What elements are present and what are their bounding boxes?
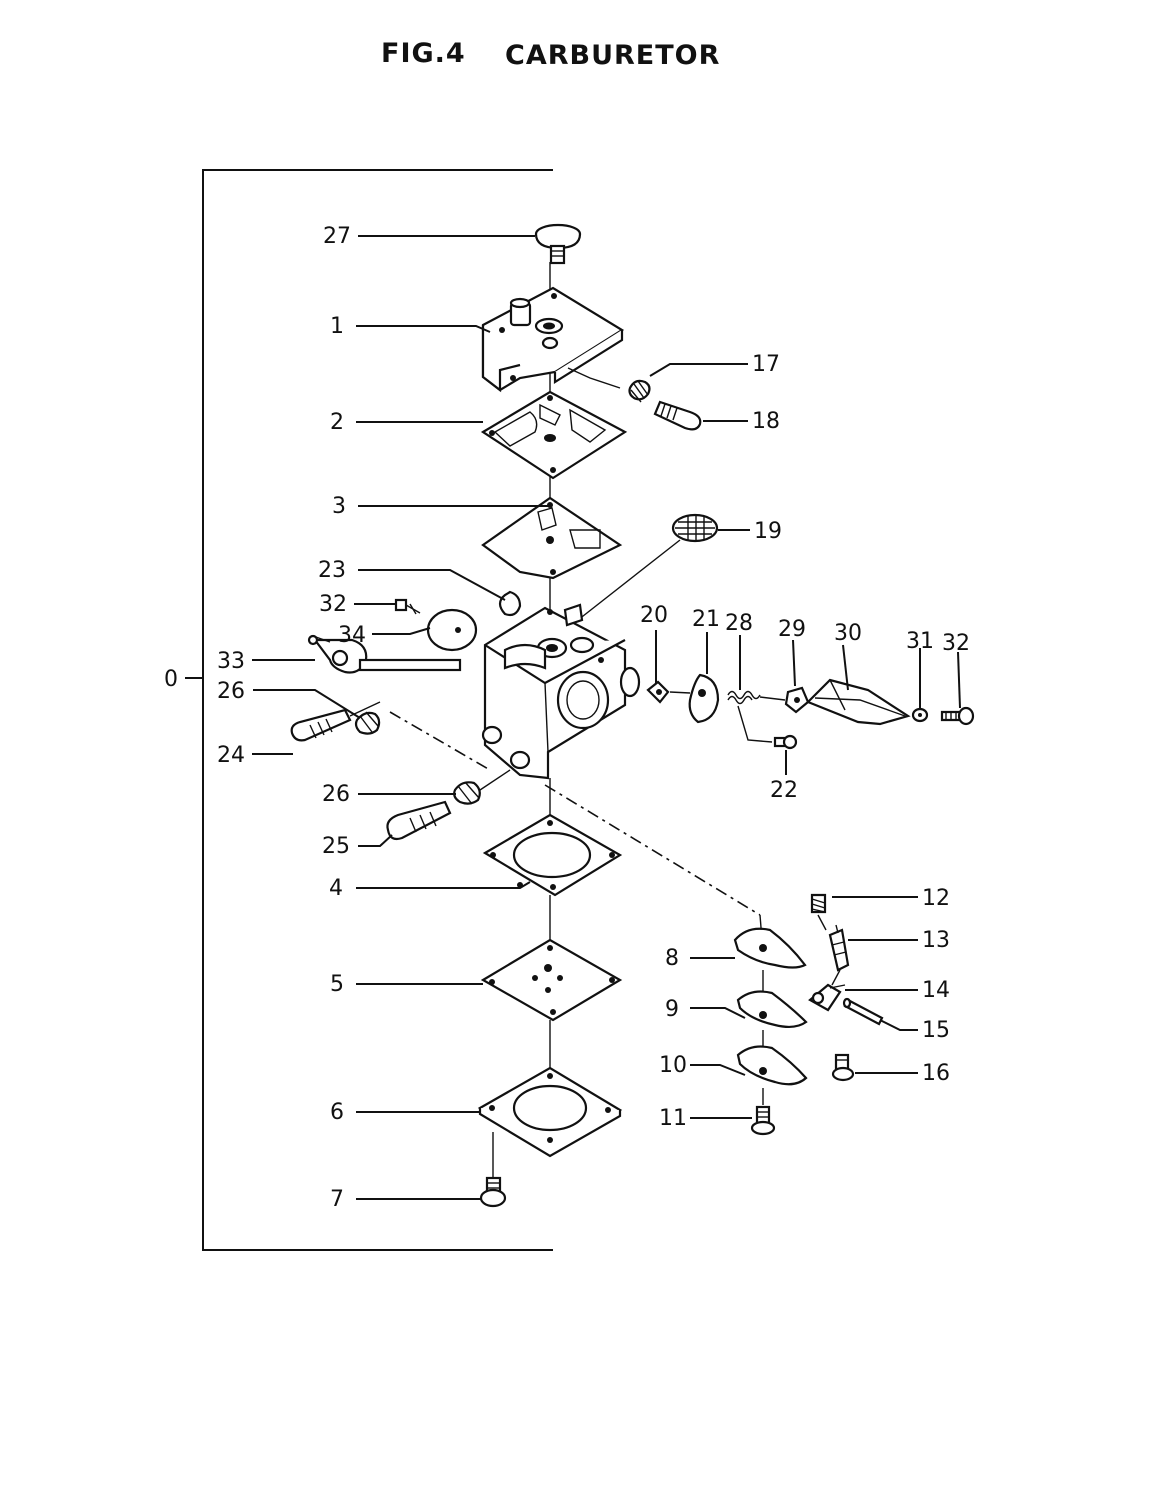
label-20: 20	[640, 603, 668, 628]
axis-line-b	[544, 784, 761, 916]
label-30: 30	[834, 621, 862, 646]
part-throttle-plate-34	[426, 608, 478, 652]
part-lever-14	[808, 983, 846, 1012]
label-4: 4	[329, 876, 343, 901]
part-gasket-4	[482, 813, 623, 897]
leader-17-axis	[567, 367, 621, 389]
label-7: 7	[330, 1187, 344, 1212]
part-screw-32-right	[940, 706, 975, 726]
part-arm-30	[806, 678, 911, 726]
part-spring-26-lower	[453, 781, 481, 805]
part-screw-32-left	[394, 598, 421, 615]
label-29: 29	[778, 617, 806, 642]
part-screw-11	[750, 1105, 776, 1136]
part-diaphragm-5	[480, 938, 623, 1022]
part-screw-16	[831, 1053, 855, 1082]
link-13-14	[831, 969, 841, 986]
label-22: 22	[770, 778, 798, 803]
part-lever-10	[736, 1045, 808, 1086]
label-10: 10	[659, 1053, 687, 1078]
label-17: 17	[752, 352, 780, 377]
label-15: 15	[922, 1018, 950, 1043]
label-34: 34	[338, 623, 366, 648]
assembly-bracket	[185, 169, 553, 1251]
part-lever-8	[733, 927, 807, 969]
figure-name: CARBURETOR	[505, 40, 721, 71]
part-screw-22	[737, 705, 798, 750]
label-24: 24	[217, 743, 245, 768]
label-6: 6	[330, 1100, 344, 1125]
label-11: 11	[659, 1106, 687, 1131]
part-number-labels: 0 1 2 3 4 5 6 7 8 9 10 11 12 13 14 15 16…	[164, 224, 970, 1212]
label-16: 16	[922, 1061, 950, 1086]
label-25: 25	[322, 834, 350, 859]
part-spring-28	[727, 690, 786, 705]
part-throttle-shaft-33	[307, 634, 462, 674]
part-needle-13	[828, 924, 850, 972]
label-31: 31	[906, 629, 934, 654]
part-screw-7	[479, 1176, 507, 1208]
figure-number: FIG.4	[381, 38, 466, 69]
part-lever-21	[669, 673, 720, 724]
label-18: 18	[752, 409, 780, 434]
part-washer-20	[646, 680, 670, 704]
part-diaphragm-3	[481, 496, 623, 580]
label-0: 0	[164, 667, 178, 692]
label-26-upper: 26	[217, 679, 245, 704]
label-32-left: 32	[319, 592, 347, 617]
axis-line-a	[389, 711, 491, 771]
label-32-right: 32	[942, 631, 970, 656]
part-screw-18	[653, 400, 702, 431]
label-9: 9	[665, 997, 679, 1022]
part-lever-29	[784, 686, 810, 714]
label-28: 28	[725, 611, 753, 636]
label-33: 33	[217, 649, 245, 674]
label-12: 12	[922, 886, 950, 911]
label-8: 8	[665, 946, 679, 971]
leader-lines	[252, 235, 961, 1200]
label-14: 14	[922, 978, 950, 1003]
part-pin-15	[842, 997, 884, 1026]
label-2: 2	[330, 410, 344, 435]
label-21: 21	[692, 607, 720, 632]
part-washer-31	[911, 707, 929, 723]
part-spring-17	[628, 379, 651, 403]
part-needle-25	[386, 769, 511, 841]
part-spring-26-upper	[354, 711, 381, 735]
label-1: 1	[330, 314, 344, 339]
part-needle-24	[290, 701, 381, 742]
label-3: 3	[332, 494, 346, 519]
part-lever-9	[736, 990, 808, 1029]
label-23: 23	[318, 558, 346, 583]
part-clip-23	[498, 590, 522, 617]
label-19: 19	[754, 519, 782, 544]
part-gasket-2	[480, 390, 628, 480]
figure-title: FIG.4 CARBURETOR	[0, 38, 1152, 78]
label-13: 13	[922, 928, 950, 953]
part-cover-6	[477, 1066, 623, 1158]
part-screen-19	[577, 513, 719, 621]
link-12-13	[817, 914, 827, 931]
part-carburetor-body	[481, 603, 641, 780]
part-pump-cover-1	[481, 286, 625, 393]
part-screw-27	[534, 223, 582, 265]
label-5: 5	[330, 972, 344, 997]
part-spring-12	[810, 893, 827, 914]
label-26-lower: 26	[322, 782, 350, 807]
label-27: 27	[323, 224, 351, 249]
